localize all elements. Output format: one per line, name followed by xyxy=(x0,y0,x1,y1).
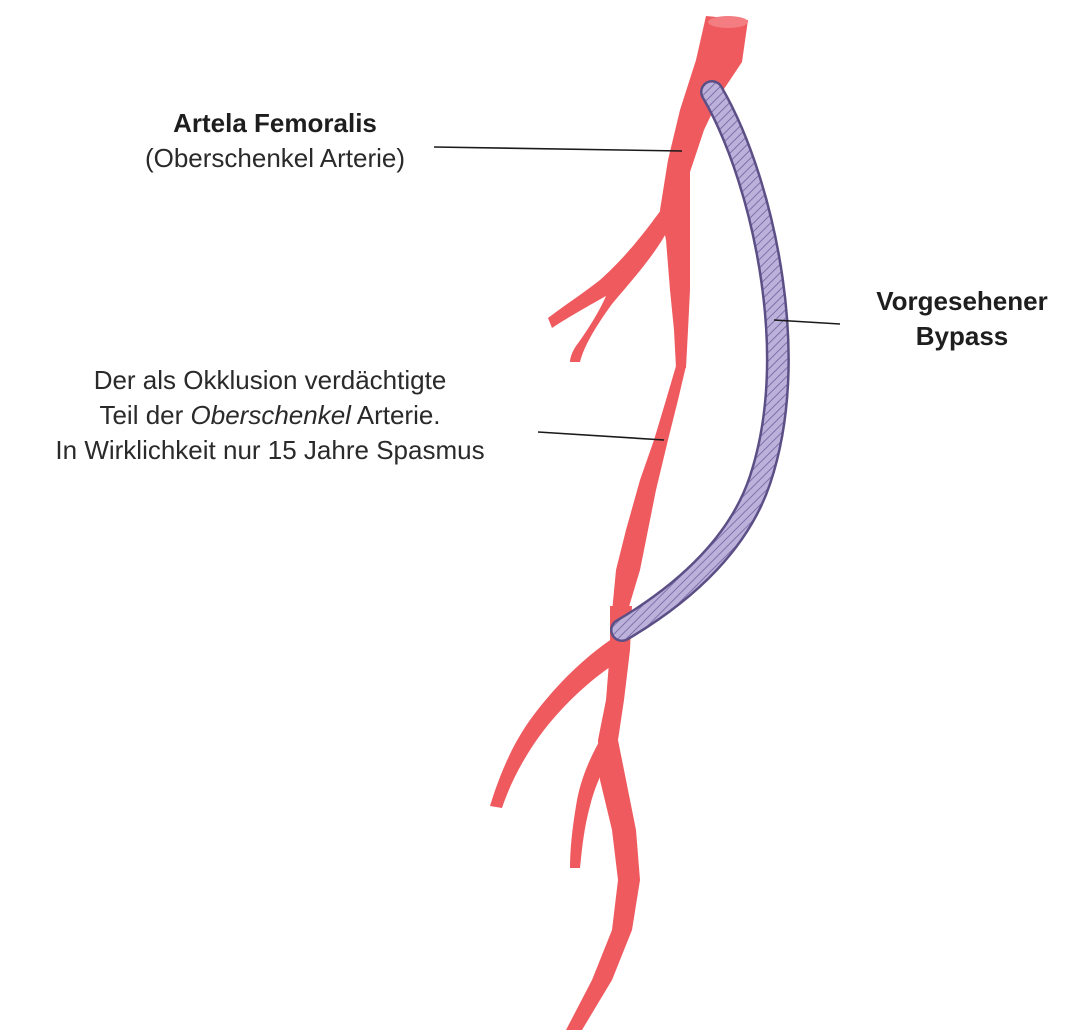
bypass-tube-fill xyxy=(622,92,778,630)
bypass-graft xyxy=(622,92,778,630)
leader-line-femoral xyxy=(434,147,682,151)
label-bypass: Vorgesehener Bypass xyxy=(842,284,1081,354)
artery-spasm-segment xyxy=(612,366,686,612)
label-occlusion-line3: In Wirklichkeit nur 15 Jahre Spasmus xyxy=(0,433,540,468)
artery-branch-upper-left xyxy=(548,200,670,362)
artery-top-opening xyxy=(708,16,748,28)
label-occlusion-line2-italic: Oberschenkel xyxy=(191,400,351,430)
femoral-artery xyxy=(490,16,748,1030)
label-femoral-artery: Artela Femoralis (Oberschenkel Arterie) xyxy=(100,106,450,176)
label-occlusion-line2-start: Teil der xyxy=(99,400,190,430)
label-bypass-line1: Vorgesehener xyxy=(842,284,1081,319)
label-femoral-subtitle: (Oberschenkel Arterie) xyxy=(100,141,450,176)
leader-line-occlusion xyxy=(538,432,664,440)
label-occlusion-line2-end: Arterie. xyxy=(351,400,441,430)
label-occlusion-line1: Der als Okklusion verdächtigte xyxy=(0,363,540,398)
label-occlusion-line2: Teil der Oberschenkel Arterie. xyxy=(0,398,540,433)
artery-trunk-upper xyxy=(660,16,748,368)
label-occlusion: Der als Okklusion verdächtigte Teil der … xyxy=(0,363,540,468)
label-femoral-title: Artela Femoralis xyxy=(100,106,450,141)
label-bypass-line2: Bypass xyxy=(842,319,1081,354)
